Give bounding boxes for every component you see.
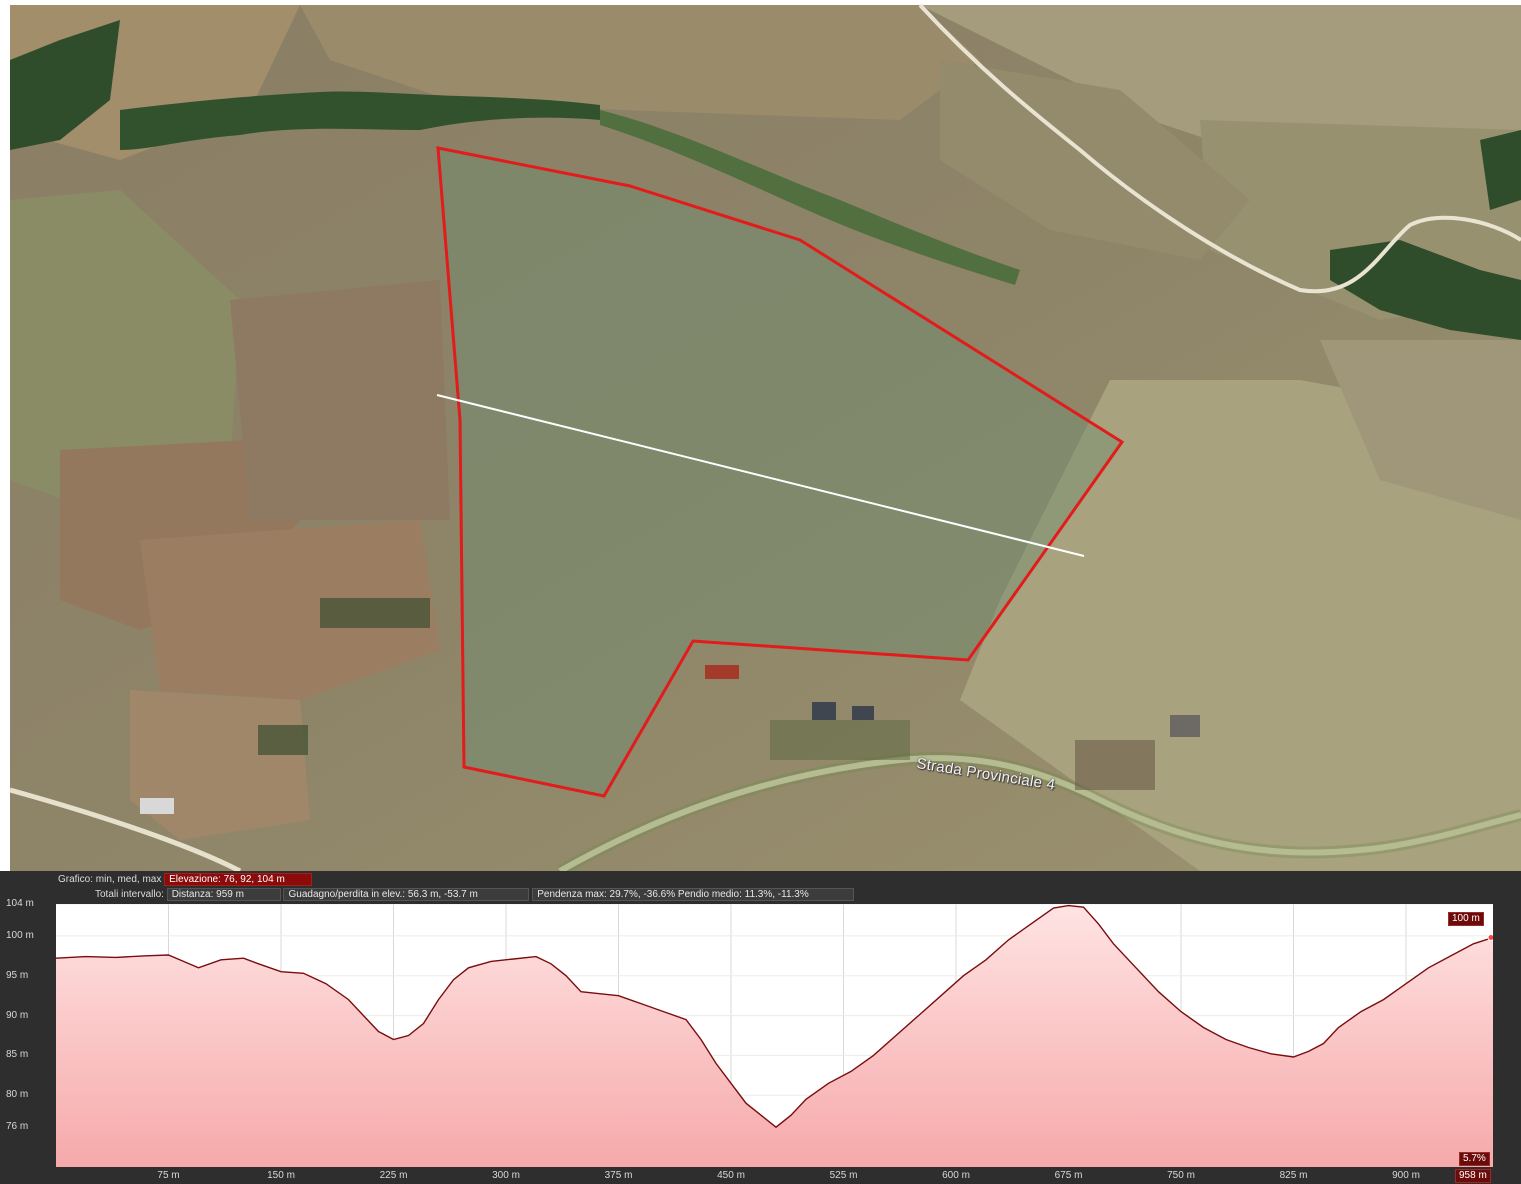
satellite-map-view[interactable]: Strada Provinciale 4 (0, 0, 1521, 871)
elevation-profile-panel: Grafico: min, med, max Elevazione: 76, 9… (0, 871, 1521, 1184)
field-patch (230, 280, 450, 520)
elevation-line (55, 904, 1494, 1129)
orchard (320, 598, 430, 628)
x-tick-label: 150 m (267, 1170, 295, 1181)
stats-row-totals: Totali intervallo: Distanza: 959 m Guada… (95, 888, 855, 901)
current-elevation-tag: 100 m (1448, 912, 1484, 926)
x-tick-label: 450 m (717, 1170, 745, 1181)
totals-label: Totali intervallo: (95, 889, 164, 900)
map-canvas[interactable] (0, 0, 1521, 871)
stream-vegetation (600, 110, 1020, 285)
woodland (1330, 240, 1521, 340)
building (852, 706, 874, 720)
x-tick-label: 525 m (829, 1170, 858, 1181)
x-tick-label: 75 m (157, 1170, 180, 1181)
x-tick-label: 600 m (942, 1170, 970, 1181)
stats-row-graph: Grafico: min, med, max Elevazione: 76, 9… (58, 873, 313, 886)
road-west (9, 787, 242, 871)
field-patch (130, 690, 310, 840)
slope-stat[interactable]: Pendenza max: 29.7%, -36.6% Pendio medio… (532, 888, 855, 901)
x-tick-label: 750 m (1167, 1170, 1195, 1181)
x-tick-label: 300 m (492, 1170, 520, 1181)
orchard (258, 725, 308, 755)
road-provincial (558, 755, 1521, 871)
graph-label: Grafico: min, med, max (58, 874, 162, 885)
y-tick-label: 104 m (6, 898, 34, 909)
current-distance-tag: 958 m (1455, 1169, 1491, 1183)
current-slope-tag: 5.7% (1459, 1152, 1490, 1166)
max-slope-text: Pendenza max: 29.7%, -36.6% (537, 889, 676, 900)
field-patch (10, 190, 240, 520)
y-tick-label: 95 m (6, 969, 29, 981)
frame-left (0, 0, 10, 871)
elevation-chart[interactable] (55, 903, 1495, 1167)
x-tick-label: 825 m (1279, 1170, 1308, 1181)
avg-slope-text: Pendio medio: 11.3%, -11.3% (677, 889, 809, 900)
y-tick-label: 76 m (6, 1121, 29, 1133)
field-patch (300, 5, 980, 120)
parcel-fill (438, 148, 1122, 796)
river-woodland (120, 91, 600, 150)
building (705, 665, 739, 679)
road-provincial-verge (557, 752, 1521, 871)
elevation-area (56, 905, 1493, 1167)
y-tick-label: 90 m (6, 1009, 29, 1021)
x-tick-label: 225 m (379, 1170, 408, 1181)
woodland (10, 20, 120, 150)
woodland (1480, 130, 1521, 210)
field-patch (1320, 340, 1521, 520)
y-tick-label: 100 m (6, 929, 34, 941)
orchard (770, 720, 910, 760)
elevation-path-line[interactable] (436, 394, 1085, 557)
x-tick-label: 375 m (604, 1170, 633, 1181)
x-tick-label: 675 m (1054, 1170, 1083, 1181)
building (1170, 715, 1200, 737)
distance-stat[interactable]: Distanza: 959 m (166, 888, 281, 901)
y-tick-label: 85 m (6, 1049, 29, 1061)
parcel-boundary[interactable] (436, 146, 1125, 798)
cursor-marker[interactable] (1487, 933, 1495, 941)
building (140, 798, 174, 814)
road-north (918, 3, 1521, 294)
elevation-chart-svg[interactable] (55, 903, 1495, 1167)
elevation-stat[interactable]: Elevazione: 76, 92, 104 m (164, 873, 313, 886)
field-patch (140, 520, 440, 700)
frame-top (0, 0, 1521, 5)
building (812, 702, 836, 720)
gain-loss-stat[interactable]: Guadagno/perdita in elev.: 56.3 m, -53.7… (283, 888, 530, 901)
orchard (1075, 740, 1155, 790)
y-tick-label: 80 m (6, 1089, 29, 1101)
x-tick-label: 900 m (1392, 1170, 1420, 1181)
